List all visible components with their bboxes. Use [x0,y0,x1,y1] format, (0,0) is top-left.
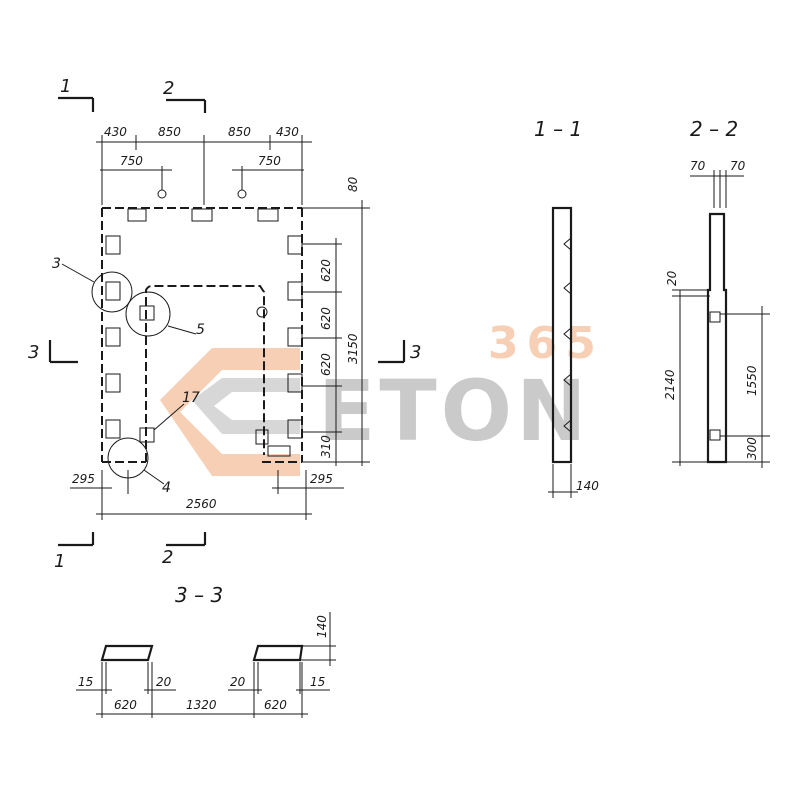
cut-mark-1-top: 1 [58,76,95,112]
section-3-3-title: 3 – 3 [175,583,223,607]
dim-sub-750-right: 750 [258,154,281,168]
section-3-3-right-chamfer: 20 [230,675,246,689]
callout-4: 4 [107,437,171,496]
section-3-3-right-width: 620 [264,698,287,712]
watermark-number: 365 [488,318,604,369]
cut-mark-2-bottom: 2 [162,532,207,568]
plan-left-parts [105,235,121,439]
section-3-3-right-gap: 15 [310,675,325,689]
dim-bottom-295-right: 295 [310,472,333,486]
plan-view: 430 850 850 430 750 750 [52,125,370,520]
dim-top-850-left: 850 [158,125,181,139]
cut-label-2-bottom: 2 [162,547,173,568]
plan-right-parts [255,235,303,457]
callout-3-label: 3 [52,256,61,272]
section-2-2: 2 – 2 70 70 20 2140 1550 300 [663,117,770,468]
dim-sub-750-left: 750 [120,154,143,168]
plan-bottom-dims: 295 295 2560 [70,470,344,520]
plan-right-dims: 620 620 620 310 3150 80 [302,176,370,466]
section-2-2-height: 2140 [663,369,677,400]
callout-17-label: 17 [182,390,200,406]
watermark-word: ETON [318,362,590,460]
cut-label-2-top: 2 [163,78,174,99]
section-2-2-bottom: 300 [745,437,759,460]
dim-right-3150: 3150 [346,333,360,364]
dim-bottom-2560: 2560 [186,497,217,511]
plan-inner-opening [145,285,265,462]
section-3-3-small-dims: 15 20 20 15 [76,662,330,718]
dim-top-430-left: 430 [104,125,127,139]
plan-inner-parts [139,305,268,443]
callout-3: 3 [52,256,133,313]
callout-5-label: 5 [196,322,205,338]
section-1-1-width: 140 [576,479,599,493]
section-2-2-step: 20 [665,270,679,286]
dim-top-430-right: 430 [276,125,299,139]
section-1-1-title: 1 – 1 [534,117,582,141]
cut-label-1-bottom: 1 [54,551,65,572]
cut-mark-3-right: 3 [378,340,421,364]
dim-right-620-b: 620 [319,307,333,330]
section-2-2-title: 2 – 2 [690,117,738,141]
cut-mark-2-top: 2 [163,78,207,113]
cut-label-3-left: 3 [28,342,39,363]
dim-top-850-right: 850 [228,125,251,139]
watermark-logo-icon [160,348,300,476]
section-3-3-height: 140 [315,615,329,638]
section-3-3-left-chamfer: 20 [156,675,172,689]
section-3-3: 3 – 3 140 15 20 20 15 620 132 [76,583,336,718]
callout-17: 17 [153,390,200,431]
dim-right-620-a: 620 [319,259,333,282]
cut-mark-1-bottom: 1 [54,532,95,572]
callout-5: 5 [125,291,205,338]
section-1-1: 1 – 1 140 [534,117,599,498]
callout-4-label: 4 [162,480,171,496]
section-2-2-inner: 1550 [745,365,759,396]
dim-bottom-295-left: 295 [72,472,95,486]
section-2-2-top-left: 70 [690,159,706,173]
section-2-2-top-right: 70 [730,159,746,173]
watermark: 365 ETON [160,318,604,476]
plan-top-loops [127,208,279,222]
section-3-3-middle: 1320 [186,698,217,712]
dim-top-right-80: 80 [346,176,360,192]
section-2-2-dims: 20 2140 1550 300 [663,270,770,468]
dim-right-310: 310 [319,435,333,458]
section-3-3-main-dims: 620 1320 620 [96,698,308,715]
dim-right-620-c: 620 [319,353,333,376]
section-1-1-notches [563,237,572,433]
plan-sub-dim-chain: 750 750 [100,154,304,199]
cut-mark-3-left: 3 [28,340,78,364]
cut-label-3-right: 3 [410,342,421,363]
section-3-3-left-gap: 15 [78,675,93,689]
cut-label-1-top: 1 [60,76,71,97]
plan-outer-contour [101,207,303,463]
plan-top-dim-chain: 430 850 850 430 [96,125,312,205]
section-3-3-left-width: 620 [114,698,137,712]
